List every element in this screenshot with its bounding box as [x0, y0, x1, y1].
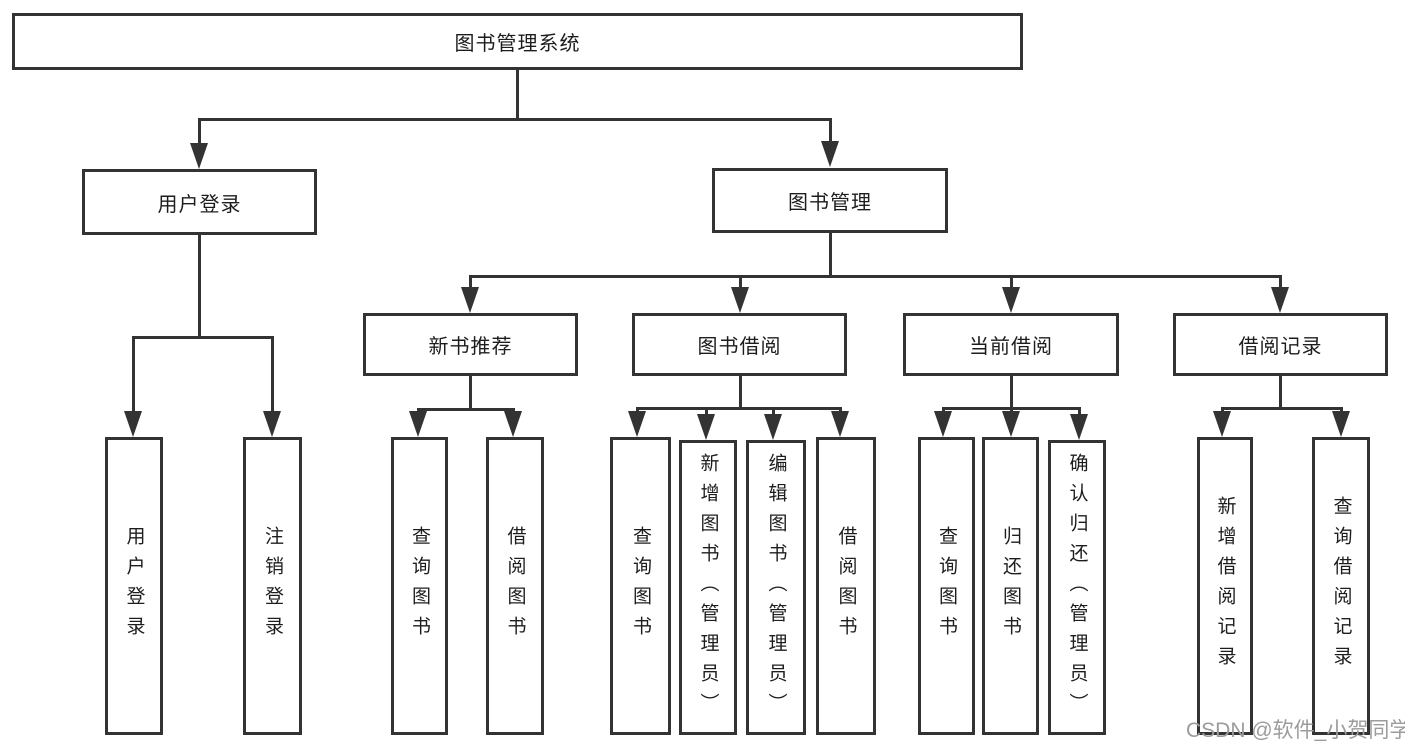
arrowhead-down-icon [628, 411, 646, 437]
connector-line [515, 70, 519, 120]
connector-line [270, 336, 274, 416]
connector-line [1221, 406, 1342, 410]
csdn-watermark: CSDN @软件_小贺同学 [1186, 719, 1405, 742]
leaf-logout: 注销登录 [243, 437, 302, 735]
leaf-confirm-return-admin-label: 确认归还（管理员） [1066, 452, 1088, 723]
leaf-query-books-current-label: 查询图书 [936, 526, 957, 646]
connector-line [771, 407, 775, 419]
leaf-query-books-recommend: 查询图书 [391, 437, 448, 735]
connector-line [738, 376, 742, 409]
arrowhead-down-icon [697, 414, 715, 440]
connector-line [198, 117, 831, 121]
node-book-management: 图书管理 [712, 168, 948, 233]
leaf-query-books-borrowing-label: 查询图书 [630, 526, 651, 646]
connector-line [1278, 376, 1282, 409]
leaf-query-borrow-record: 查询借阅记录 [1312, 437, 1370, 735]
leaf-edit-book-admin: 编辑图书（管理员） [746, 440, 806, 735]
connector-line [1009, 376, 1013, 409]
leaf-borrow-books-recommend: 借阅图书 [486, 437, 544, 735]
leaf-add-borrow-record: 新增借阅记录 [1197, 437, 1253, 735]
leaf-edit-book-admin-label: 编辑图书（管理员） [765, 452, 787, 723]
arrowhead-down-icon [1002, 411, 1020, 437]
arrowhead-down-icon [409, 411, 427, 437]
arrowhead-down-icon [461, 287, 479, 313]
arrowhead-down-icon [1332, 411, 1350, 437]
leaf-user-login-label: 用户登录 [123, 526, 145, 646]
arrowhead-down-icon [731, 287, 749, 313]
connector-line [469, 274, 1282, 278]
arrowhead-down-icon [934, 411, 952, 437]
arrowhead-down-icon [1271, 287, 1289, 313]
connector-line [828, 233, 832, 277]
connector-line [704, 407, 708, 419]
leaf-borrow-books-borrowing: 借阅图书 [816, 437, 876, 735]
leaf-add-borrow-record-label: 新增借阅记录 [1214, 496, 1236, 676]
arrowhead-down-icon [1070, 414, 1088, 440]
arrowhead-down-icon [263, 411, 281, 437]
node-current-borrowing: 当前借阅 [903, 313, 1119, 376]
connector-line [197, 118, 201, 148]
connector-line [1278, 275, 1282, 292]
leaf-logout-label: 注销登录 [262, 526, 283, 646]
arrowhead-down-icon [190, 143, 208, 169]
leaf-borrow-books-recommend-label: 借阅图书 [504, 526, 526, 646]
leaf-add-book-admin-label: 新增图书（管理员） [697, 452, 719, 723]
node-book-borrowing: 图书借阅 [632, 313, 847, 376]
leaf-query-books-borrowing: 查询图书 [610, 437, 671, 735]
leaf-query-books-recommend-label: 查询图书 [409, 526, 430, 646]
leaf-query-books-current: 查询图书 [918, 437, 975, 735]
node-new-book-recommend: 新书推荐 [363, 313, 578, 376]
connector-line [468, 376, 472, 410]
connector-line [636, 406, 841, 410]
leaf-confirm-return-admin: 确认归还（管理员） [1048, 440, 1106, 735]
arrowhead-down-icon [1002, 287, 1020, 313]
connector-line [738, 275, 742, 292]
node-borrow-records: 借阅记录 [1173, 313, 1388, 376]
leaf-add-book-admin: 新增图书（管理员） [679, 440, 737, 735]
arrowhead-down-icon [124, 411, 142, 437]
connector-line [1077, 407, 1081, 419]
leaf-return-books-label: 归还图书 [1000, 526, 1021, 646]
leaf-user-login: 用户登录 [105, 437, 163, 735]
connector-line [1009, 275, 1013, 292]
connector-line [417, 407, 515, 411]
connector-line [197, 235, 201, 338]
leaf-borrow-books-borrowing-label: 借阅图书 [835, 526, 857, 646]
connector-line [132, 335, 274, 339]
arrowhead-down-icon [821, 141, 839, 167]
node-root-library-system: 图书管理系统 [12, 13, 1023, 70]
arrowhead-down-icon [1213, 411, 1231, 437]
arrowhead-down-icon [831, 411, 849, 437]
connector-line [131, 336, 135, 416]
leaf-query-borrow-record-label: 查询借阅记录 [1330, 496, 1352, 676]
node-user-login: 用户登录 [82, 169, 317, 235]
connector-line [468, 275, 472, 292]
leaf-return-books: 归还图书 [982, 437, 1039, 735]
connector-line [942, 406, 1080, 410]
arrowhead-down-icon [764, 414, 782, 440]
arrowhead-down-icon [504, 411, 522, 437]
connector-line [828, 118, 832, 146]
